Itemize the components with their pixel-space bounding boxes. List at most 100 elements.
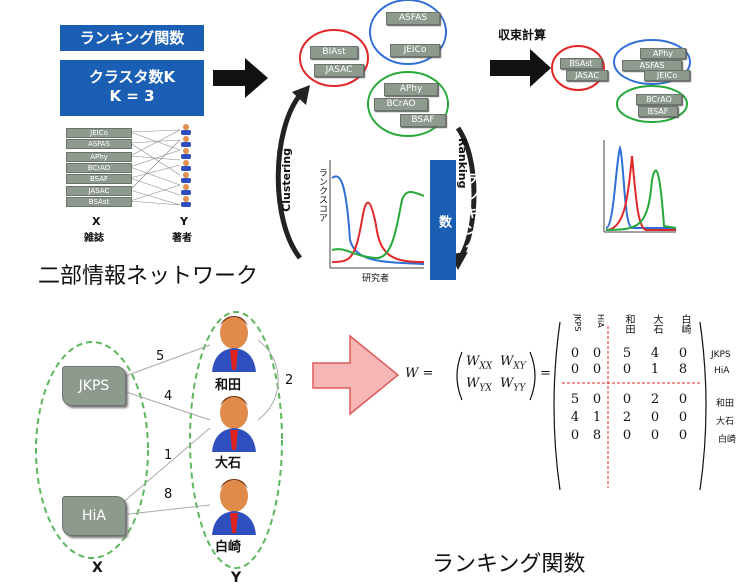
result-green-tag: BSAF	[638, 106, 678, 117]
matrix-cell: 0	[592, 346, 602, 361]
author-label-oishi: 大石	[215, 456, 242, 471]
matrix-cell: 0	[650, 428, 660, 443]
block-w-yy: WYY	[500, 376, 526, 394]
result-blue-ellipse	[613, 39, 691, 85]
pink-right-arrow	[312, 334, 400, 416]
green-cluster-ellipse	[367, 71, 449, 137]
cluster-green-tag: BCrAO	[374, 98, 428, 111]
matrix-cell: 0	[570, 346, 580, 361]
row-label: 和田	[716, 399, 735, 409]
row-label: HiA	[714, 366, 730, 376]
matrix-cell: 0	[622, 362, 632, 377]
stack-item: ASFAS	[66, 139, 132, 149]
matrix-cell: 0	[678, 410, 688, 425]
stack-item: JEICo	[66, 128, 132, 138]
row-label: 白崎	[718, 435, 737, 445]
result-green-ellipse	[616, 85, 688, 123]
avatar-wada	[212, 316, 256, 372]
converge-right-arrow	[490, 49, 551, 87]
x-group-ellipse	[35, 341, 149, 559]
col-header: 大石	[651, 314, 662, 334]
matrix-cell: 0	[592, 392, 602, 407]
edge-jkps-oishi	[119, 389, 211, 421]
author-label-shirasaki: 白崎	[215, 540, 242, 555]
cluster-green-tag: BSAF	[400, 114, 446, 127]
matrix-cell: 4	[650, 346, 660, 361]
cluster-red-tag: JASAC	[314, 64, 364, 77]
ranking-curve-arrow	[455, 126, 477, 260]
avatar-shirasaki	[212, 479, 256, 535]
row-label: JKPS	[711, 350, 731, 360]
matrix-cell: 0	[622, 428, 632, 443]
result-red-tag: JASAC	[566, 70, 608, 81]
top-x-sub: 雑誌	[84, 233, 104, 244]
cluster-count-label: クラスタ数K	[88, 68, 176, 86]
matrix-cell: 1	[650, 362, 660, 377]
stack-item: BCrAO	[66, 163, 132, 173]
converge-label: 収束計算	[498, 28, 547, 42]
weight-hia-oishi: 1	[164, 448, 173, 463]
cluster-blue-tag: ASFAS	[386, 12, 440, 25]
top-y-sub: 著者	[172, 233, 192, 244]
cluster-red-tag: BIAst	[310, 46, 358, 59]
matrix-cell: 0	[592, 362, 602, 377]
top-x-label: X	[92, 215, 101, 228]
y-group-ellipse	[189, 311, 283, 569]
clustering-curve-arrow	[275, 93, 302, 260]
col-header: 白崎	[679, 314, 690, 334]
matrix-cell: 8	[592, 428, 602, 443]
network-caption: 二部情報ネットワーク	[38, 264, 259, 289]
blue-series	[331, 175, 425, 265]
edge-hia-oishi	[119, 427, 211, 506]
matrix-cell: 0	[678, 428, 688, 443]
bottom-y-label: Y	[231, 570, 242, 586]
result-green-tag: BCrAO	[636, 94, 682, 105]
ranking-function-title: ランキング関数	[60, 25, 204, 51]
weight-hia-shirasaki: 8	[164, 487, 173, 502]
matrix-cell: 8	[678, 362, 688, 377]
journal-node-jkps: JKPS	[62, 366, 126, 406]
avatar-oishi	[212, 396, 256, 452]
result-red-tag: BSAst	[560, 58, 602, 69]
result-blue-tag: APhy	[640, 48, 686, 59]
matrix-lhs: W =	[405, 366, 434, 381]
matrix-cell: 4	[570, 410, 580, 425]
result-blue-series	[605, 144, 676, 229]
block-w-xy: WXY	[500, 354, 526, 372]
cluster-count-value: K = 3	[109, 87, 155, 105]
block-w-xx: WXX	[466, 354, 493, 372]
chart-xlabel: 研究者	[362, 274, 390, 284]
bottom-x-label: X	[92, 560, 103, 576]
result-red-series	[605, 155, 676, 231]
red-cluster-ellipse	[299, 29, 369, 87]
col-header: 和田	[623, 314, 634, 334]
red-series	[331, 201, 425, 263]
matrix-cell: 0	[678, 392, 688, 407]
matrix-cell: 5	[622, 346, 632, 361]
result-blue-tag: JEICo	[644, 70, 690, 81]
matrix-cell: 2	[650, 392, 660, 407]
bottom-caption: ランキング関数	[432, 552, 586, 577]
edge-hia-shirasaki	[119, 504, 211, 516]
rank-score-chart	[329, 160, 425, 269]
col-header: JKPS	[573, 314, 582, 332]
top-y-label: Y	[180, 215, 188, 228]
matrix-cell: 0	[570, 428, 580, 443]
ranking-label: Ranking	[456, 138, 469, 189]
matrix-cell: 0	[570, 362, 580, 377]
row-label: 大石	[716, 417, 735, 427]
ranking-vertical-text: ランキング関数	[436, 172, 477, 274]
matrix-cell: 1	[592, 410, 602, 425]
chart-ylabel: ランクスコア	[317, 168, 327, 222]
block-w-yx: WYX	[466, 376, 492, 394]
result-chart	[603, 140, 677, 233]
stack-item: JASAC	[66, 186, 132, 196]
bipartite-edges	[129, 129, 181, 206]
result-green-series	[605, 169, 677, 231]
weight-wada-oishi: 2	[285, 373, 294, 388]
journal-node-hia: HiA	[62, 496, 126, 536]
weight-jkps-wada: 5	[156, 349, 165, 364]
